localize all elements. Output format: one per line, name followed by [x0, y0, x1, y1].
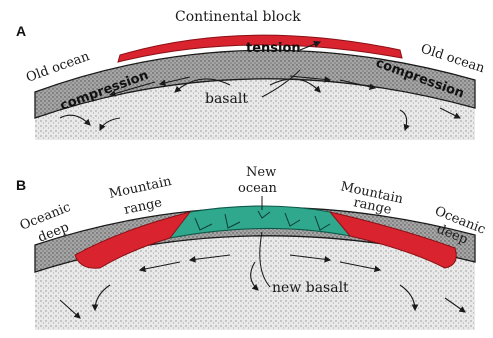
- panel-a-letter: A: [16, 23, 26, 39]
- continental-block-label: Continental block: [175, 9, 301, 25]
- panel-a: A Continental block Old ocean Old ocean …: [16, 9, 487, 140]
- mountain-left-label-line1: Mountain: [108, 174, 174, 202]
- tension-label: tension: [246, 41, 301, 56]
- new-ocean-label-line1: New: [246, 165, 276, 180]
- new-ocean-label-line2: ocean: [238, 181, 278, 196]
- panel-b-letter: B: [16, 177, 26, 193]
- panel-b: B New: [16, 165, 487, 330]
- basalt-label: basalt: [205, 91, 248, 107]
- new-basalt-label: new basalt: [272, 280, 349, 296]
- mountain-left-label-line2: range: [123, 195, 164, 218]
